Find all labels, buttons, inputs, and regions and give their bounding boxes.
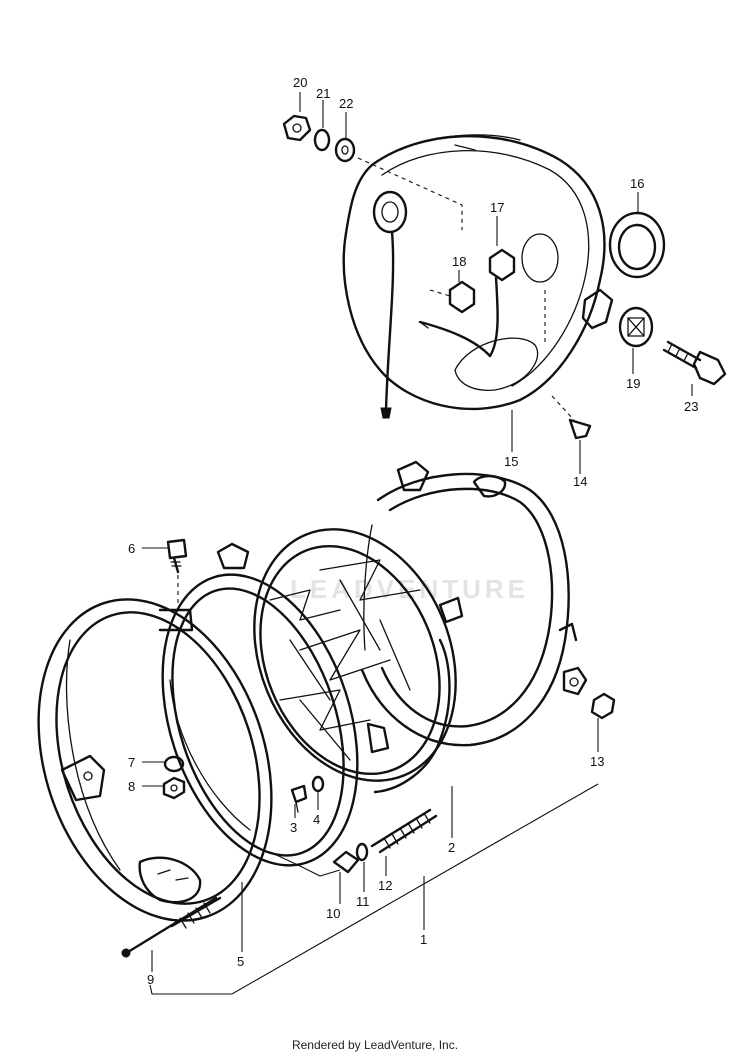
callout-12: 12 <box>378 878 392 893</box>
footer-credit: Rendered by LeadVenture, Inc. <box>291 1038 459 1052</box>
callout-3: 3 <box>290 820 297 835</box>
watermark: LEADVENTURE <box>290 574 529 604</box>
nut-washer-7-8 <box>162 755 186 800</box>
top-nut-washer-set <box>282 114 356 163</box>
leader-lines <box>142 92 693 995</box>
callout-10: 10 <box>326 906 340 921</box>
callout-16: 16 <box>630 176 644 191</box>
grommet-ring-16 <box>608 211 666 279</box>
nut-13 <box>590 692 616 720</box>
callout-9: 9 <box>147 972 154 987</box>
adjuster-set-10-12 <box>332 808 438 874</box>
part-number-labels: 20 21 22 16 17 18 19 23 15 14 6 7 8 3 4 … <box>128 75 698 987</box>
callout-5: 5 <box>237 954 244 969</box>
callout-20: 20 <box>293 75 307 90</box>
adjusting-screw-9 <box>121 896 222 958</box>
mounting-ring <box>161 542 390 867</box>
callout-14: 14 <box>573 474 587 489</box>
screw-6 <box>166 538 188 605</box>
callout-6: 6 <box>128 541 135 556</box>
callout-18: 18 <box>452 254 466 269</box>
callout-19: 19 <box>626 376 640 391</box>
callout-8: 8 <box>128 779 135 794</box>
callout-11: 11 <box>356 894 370 909</box>
callout-7: 7 <box>128 755 135 770</box>
grommet-19 <box>618 306 654 348</box>
headlight-housing <box>342 134 614 419</box>
callout-21: 21 <box>316 86 330 101</box>
screw-washer-3-4 <box>290 775 325 813</box>
bolt-23 <box>662 340 727 386</box>
callout-15: 15 <box>504 454 518 469</box>
callout-13: 13 <box>590 754 604 769</box>
headlight-rim <box>37 598 273 922</box>
screw-14 <box>551 395 592 440</box>
callout-17: 17 <box>490 200 504 215</box>
callout-4: 4 <box>313 812 320 827</box>
callout-2: 2 <box>448 840 455 855</box>
sealed-beam-lamp <box>253 528 464 794</box>
callout-22: 22 <box>339 96 353 111</box>
callout-1: 1 <box>420 932 427 947</box>
callout-23: 23 <box>684 399 698 414</box>
